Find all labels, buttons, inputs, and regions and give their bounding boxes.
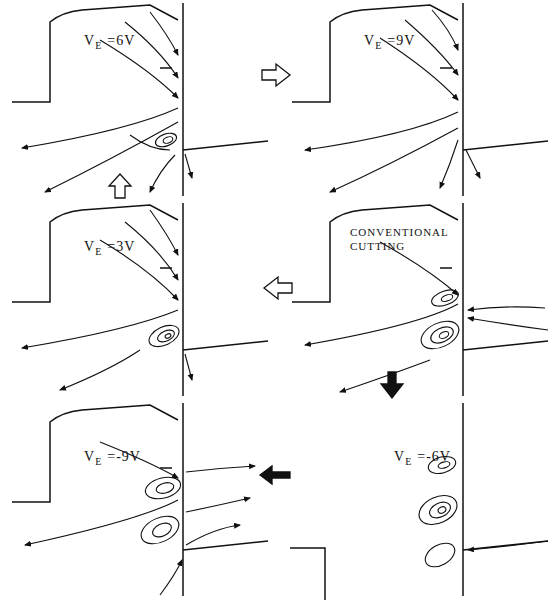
voltage-value: =-9V (107, 450, 141, 464)
voltage-value: =6V (107, 34, 135, 48)
flow-panel (292, 203, 548, 396)
flow-panel (12, 403, 268, 596)
voltage-symbol: V (84, 34, 95, 48)
voltage-subscript: E (95, 41, 102, 51)
voltage-subscript: E (405, 457, 412, 467)
voltage-symbol: V (364, 34, 375, 48)
voltage-symbol: V (84, 450, 95, 464)
flow-panel (290, 403, 548, 600)
flow-panel (12, 3, 268, 196)
sequence-arrows (109, 64, 403, 484)
voltage-subscript: E (95, 247, 102, 257)
panel-caption: CONVENTIONAL CUTTING (350, 226, 430, 254)
voltage-subscript: E (95, 457, 102, 467)
voltage-symbol: V (394, 450, 405, 464)
voltage-subscript: E (375, 41, 382, 51)
voltage-symbol: V (84, 240, 95, 254)
voltage-value: =-6V (417, 450, 451, 464)
voltage-value: =3V (107, 240, 135, 254)
flow-panel (292, 3, 548, 196)
voltage-value: =9V (387, 34, 415, 48)
flow-panel (12, 203, 268, 396)
